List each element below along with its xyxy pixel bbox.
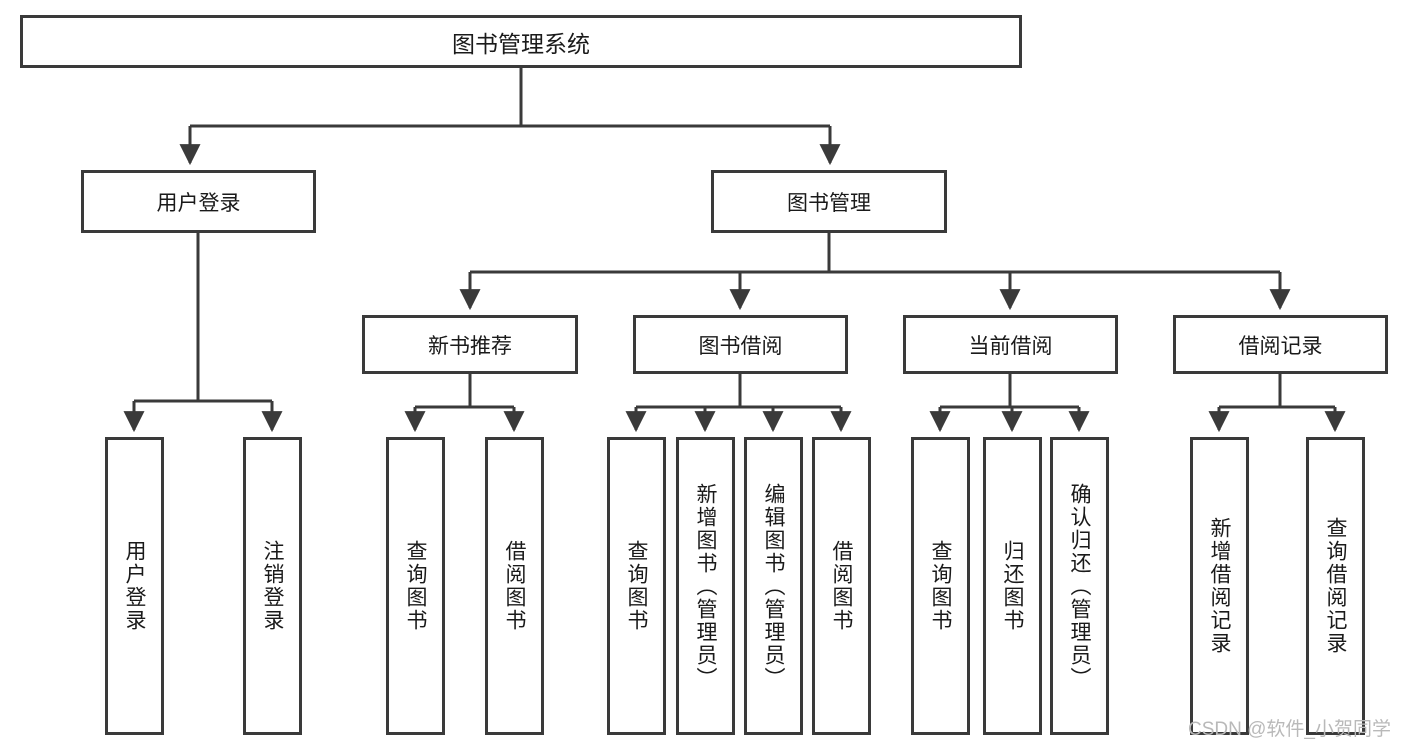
- node-leaf[interactable]: 借阅图书: [812, 437, 871, 735]
- node-label: 归还图书: [1001, 540, 1024, 632]
- node-label: 用户登录: [123, 540, 146, 632]
- node-current-borrow[interactable]: 当前借阅: [903, 315, 1118, 374]
- node-label: 图书借阅: [698, 334, 783, 358]
- node-leaf[interactable]: 确认归还（管理员）: [1050, 437, 1109, 735]
- watermark-credit: CSDN @软件_小贺同学: [1188, 719, 1391, 740]
- node-label: 借阅记录: [1238, 334, 1323, 358]
- node-label: 注销登录: [261, 540, 284, 632]
- node-leaf[interactable]: 编辑图书（管理员）: [744, 437, 803, 735]
- node-label: 查询图书: [404, 540, 427, 632]
- node-label: 借阅图书: [503, 540, 526, 632]
- node-new-book-recommend[interactable]: 新书推荐: [362, 315, 578, 374]
- node-leaf[interactable]: 查询图书: [386, 437, 445, 735]
- node-leaf[interactable]: 借阅图书: [485, 437, 544, 735]
- node-book-borrow[interactable]: 图书借阅: [633, 315, 848, 374]
- node-book-management[interactable]: 图书管理: [711, 170, 947, 233]
- node-label: 新书推荐: [428, 334, 512, 358]
- node-label: 用户登录: [156, 191, 241, 215]
- node-leaf[interactable]: 新增借阅记录: [1190, 437, 1249, 735]
- node-label: 编辑图书（管理员）: [762, 482, 785, 690]
- node-leaf[interactable]: 查询借阅记录: [1306, 437, 1365, 735]
- node-leaf[interactable]: 用户登录: [105, 437, 164, 735]
- node-label: 借阅图书: [830, 540, 853, 632]
- node-borrow-records[interactable]: 借阅记录: [1173, 315, 1388, 374]
- node-label: 查询借阅记录: [1324, 517, 1347, 655]
- node-leaf[interactable]: 注销登录: [243, 437, 302, 735]
- node-label: 确认归还（管理员）: [1068, 482, 1091, 690]
- node-label: 当前借阅: [968, 334, 1053, 358]
- node-leaf[interactable]: 新增图书（管理员）: [676, 437, 735, 735]
- node-leaf[interactable]: 归还图书: [983, 437, 1042, 735]
- node-label: 查询图书: [929, 540, 952, 632]
- node-label: 查询图书: [625, 540, 648, 632]
- node-label: 新增借阅记录: [1208, 517, 1231, 655]
- node-leaf[interactable]: 查询图书: [607, 437, 666, 735]
- node-user-login[interactable]: 用户登录: [81, 170, 316, 233]
- node-leaf[interactable]: 查询图书: [911, 437, 970, 735]
- node-root-system[interactable]: 图书管理系统: [20, 15, 1022, 68]
- node-label: 图书管理系统: [452, 30, 590, 57]
- node-label: 图书管理: [787, 191, 871, 215]
- node-label: 新增图书（管理员）: [694, 482, 717, 690]
